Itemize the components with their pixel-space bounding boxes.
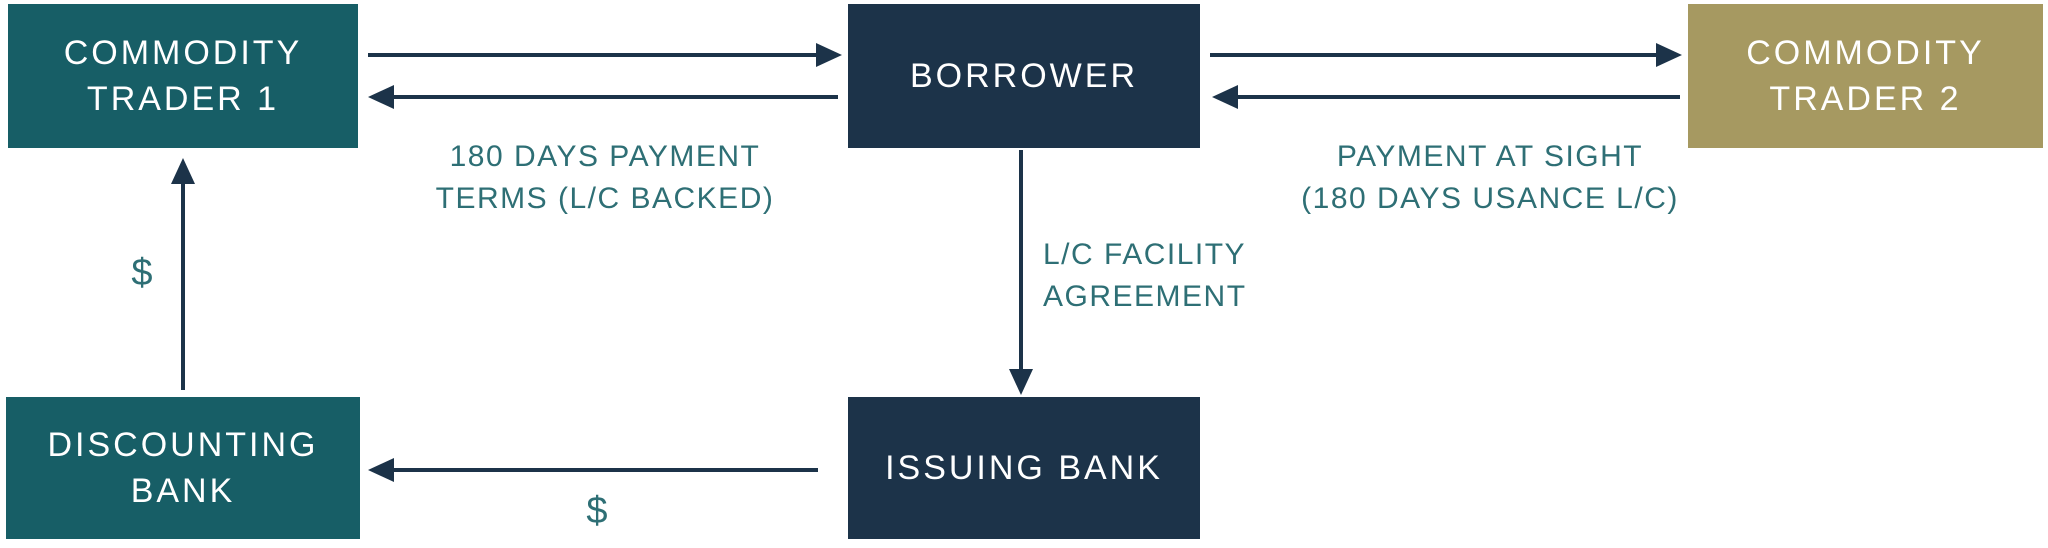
label-dollar-issuing-to-discounting: $ bbox=[586, 490, 608, 532]
label-lc-facility-line2: AGREEMENT bbox=[1043, 280, 1247, 313]
arrow-discounting-bank-to-trader1 bbox=[171, 158, 195, 390]
label-dollar-discounting-to-trader1: $ bbox=[131, 252, 153, 294]
arrow-borrower-to-trader2 bbox=[1210, 43, 1682, 67]
arrowhead-left-icon bbox=[368, 85, 394, 109]
label-payment-terms-line1: 180 DAYS PAYMENT bbox=[449, 140, 761, 173]
label-payment-at-sight: PAYMENT AT SIGHT (180 DAYS USANCE L/C) bbox=[1290, 136, 1690, 220]
arrow-issuing-bank-to-discounting-bank bbox=[368, 458, 818, 482]
label-lc-facility-agreement: L/C FACILITY AGREEMENT bbox=[1043, 234, 1363, 318]
arrow-borrower-to-trader1 bbox=[368, 85, 838, 109]
arrow-borrower-to-issuing-bank bbox=[1009, 150, 1033, 395]
label-payment-at-sight-line2: (180 DAYS USANCE L/C) bbox=[1301, 182, 1679, 215]
node-issuing-bank-label: ISSUING BANK bbox=[885, 449, 1163, 487]
node-commodity-trader-1-label-line1: COMMODITY bbox=[63, 34, 303, 72]
node-commodity-trader-2-label-line2: TRADER 2 bbox=[1769, 80, 1962, 118]
arrowhead-right-icon bbox=[1656, 43, 1682, 67]
label-payment-terms-line2: TERMS (L/C BACKED) bbox=[435, 182, 775, 215]
node-discounting-bank: DISCOUNTING BANK bbox=[6, 397, 360, 539]
label-payment-at-sight-line1: PAYMENT AT SIGHT bbox=[1336, 140, 1644, 173]
node-commodity-trader-2: COMMODITY TRADER 2 bbox=[1688, 4, 2043, 148]
arrow-trader1-to-borrower bbox=[368, 43, 842, 67]
label-lc-facility-line1: L/C FACILITY bbox=[1043, 238, 1247, 271]
node-issuing-bank: ISSUING BANK bbox=[848, 397, 1200, 539]
label-payment-terms: 180 DAYS PAYMENT TERMS (L/C BACKED) bbox=[425, 136, 785, 220]
arrowhead-left-icon bbox=[1212, 85, 1238, 109]
node-commodity-trader-1-label-line2: TRADER 1 bbox=[86, 80, 280, 118]
node-discounting-bank-label-line2: BANK bbox=[130, 472, 236, 510]
arrowhead-down-icon bbox=[1009, 369, 1033, 395]
arrowhead-left-icon bbox=[368, 458, 394, 482]
node-commodity-trader-1: COMMODITY TRADER 1 bbox=[8, 4, 358, 148]
node-discounting-bank-label-line1: DISCOUNTING bbox=[47, 426, 319, 464]
node-borrower: BORROWER bbox=[848, 4, 1200, 148]
node-commodity-trader-2-label-line1: COMMODITY bbox=[1746, 34, 1985, 72]
arrowhead-right-icon bbox=[816, 43, 842, 67]
node-borrower-label: BORROWER bbox=[910, 57, 1138, 95]
arrowhead-up-icon bbox=[171, 158, 195, 184]
arrow-trader2-to-borrower bbox=[1212, 85, 1680, 109]
